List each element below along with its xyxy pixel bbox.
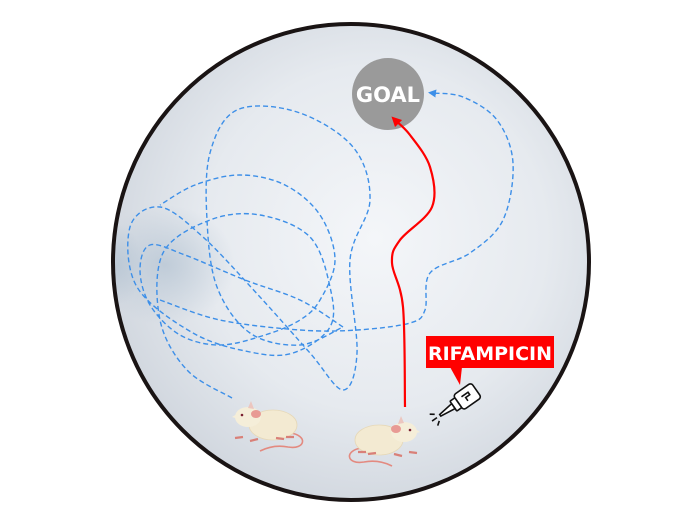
mouse-tail — [259, 432, 304, 452]
mouse-ear — [251, 410, 261, 418]
mouse-tail — [348, 447, 393, 467]
arena — [111, 22, 591, 502]
nasal-spray-icon — [429, 383, 482, 426]
direct-path-to-goal — [390, 116, 436, 408]
rifampicin-label: RIFAMPICIN — [426, 336, 554, 385]
drug-label: RIFAMPICIN — [428, 343, 552, 365]
mouse-icon — [232, 401, 304, 452]
wandering-path-to-goal — [159, 89, 514, 332]
mouse-eye — [408, 428, 412, 432]
wandering-path — [127, 105, 371, 399]
mouse-eye — [240, 413, 244, 417]
mouse-icon-treated — [348, 416, 420, 467]
mouse-ear — [391, 425, 401, 433]
goal-label: GOAL — [356, 83, 420, 107]
goal-marker: GOAL — [352, 58, 424, 130]
